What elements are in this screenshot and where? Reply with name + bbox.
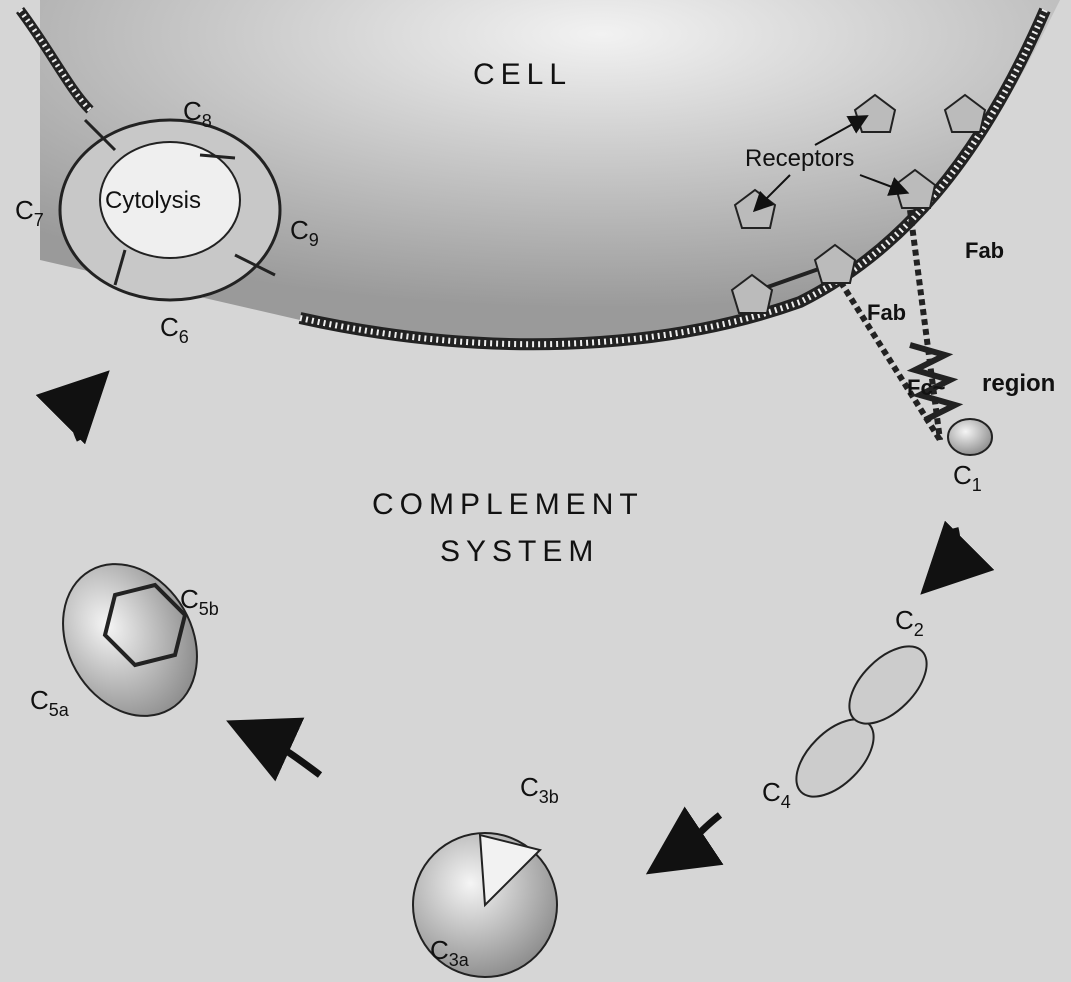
c8-label: C8 [183, 96, 212, 127]
c5a-label: C5a [30, 685, 69, 716]
c6-label: C6 [160, 312, 189, 343]
c3a-label: C3a [430, 935, 469, 966]
c1-label: C1 [953, 460, 982, 491]
cytolysis-label: Cytolysis [105, 187, 201, 215]
c1-shape [948, 419, 992, 455]
c9-label: C9 [290, 215, 319, 246]
c4-label: C4 [762, 777, 791, 808]
complement-label-line1: COMPLEMENT [372, 488, 644, 522]
receptors-label: Receptors [745, 145, 854, 173]
fab-upper-label: Fab [965, 238, 1004, 264]
c2-c4-shape [783, 633, 941, 811]
c5b-label: C5b [180, 584, 219, 615]
region-label: region [982, 370, 1055, 398]
c2-label: C2 [895, 605, 924, 636]
complement-label-line2: SYSTEM [440, 535, 599, 569]
fc-label: Fc~ [907, 375, 946, 401]
fab-lower-label: Fab [867, 300, 906, 326]
c7-label: C7 [15, 195, 44, 226]
c3b-label: C3b [520, 772, 559, 803]
cell-label: CELL [473, 58, 572, 92]
